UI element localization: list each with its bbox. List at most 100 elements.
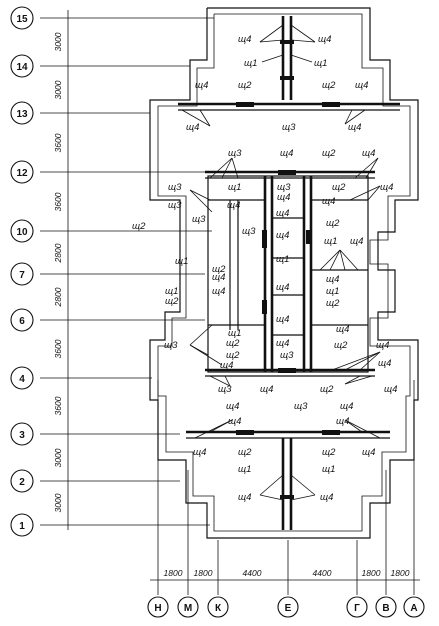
row-axis-bubble [10, 101, 34, 125]
row-dimension: 3000 [53, 80, 63, 99]
panel-label: щ3 [164, 340, 178, 351]
panel-label: щ3 [228, 148, 242, 159]
row-axis-bubble [10, 513, 34, 537]
row-axis-bubble [10, 219, 34, 243]
row-axis-label: 7 [19, 270, 25, 281]
row-axis-bubble [10, 469, 34, 493]
row-axis-bubble [10, 366, 34, 390]
panel-label: щ1 [244, 58, 257, 69]
panel-label: щ1 [276, 254, 289, 265]
panel-label: щ1 [165, 286, 178, 297]
row-axis-label: 10 [16, 227, 28, 238]
panel-label: щ2 [226, 338, 240, 349]
panel-label: щ2 [132, 221, 146, 232]
row-axis-bubble [10, 160, 34, 184]
row-axis-markers: 15 14 13 12 10 7 6 4 3 2 1 [10, 6, 34, 537]
panel-label: щ4 [355, 80, 368, 91]
panel-label: щ3 [168, 200, 182, 211]
panel-label: щ2 [212, 264, 226, 275]
panel-label: щ4 [193, 447, 206, 458]
panel-label: щ4 [220, 360, 233, 371]
panel-label: щ2 [322, 447, 336, 458]
panel-label: щ4 [276, 230, 289, 241]
column-axis-bubble [375, 596, 397, 618]
panel-label: щ4 [378, 358, 391, 369]
row-axis-bubble [10, 422, 34, 446]
panel-label: щ2 [322, 148, 336, 159]
row-axis-label: 6 [19, 316, 25, 327]
column-dimension: 4400 [313, 568, 332, 578]
panel-label: щ4 [320, 492, 333, 503]
panel-label: щ4 [186, 122, 199, 133]
row-axis-bubble [10, 262, 34, 286]
row-dimension: 3600 [53, 133, 63, 152]
row-axis-label: 14 [16, 62, 28, 73]
building-outline [149, 7, 419, 539]
panel-label: щ4 [384, 384, 397, 395]
panel-label: щ3 [294, 401, 308, 412]
row-dimension: 3600 [53, 396, 63, 415]
row-axis-label: 4 [19, 374, 25, 385]
column-axis-label: А [410, 603, 417, 614]
row-axis-label: 2 [19, 477, 25, 488]
row-axis-label: 15 [16, 14, 28, 25]
panel-label: щ4 [276, 314, 289, 325]
panel-label: щ1 [228, 328, 241, 339]
panel-label: щ4 [227, 200, 240, 211]
column-axis-bubble [177, 596, 199, 618]
column-axis-bubble [277, 596, 299, 618]
panel-label: щ1 [324, 236, 337, 247]
panel-label: щ3 [280, 350, 294, 361]
panel-label: щ4 [340, 401, 353, 412]
column-axis-label: Г [354, 603, 360, 614]
column-dimension: 1800 [164, 568, 183, 578]
column-axis-bubble [147, 596, 169, 618]
panel-markers [236, 40, 340, 499]
column-axis-bubble [207, 596, 229, 618]
column-axis-label: В [382, 603, 389, 614]
panel-label: щ4 [348, 122, 361, 133]
panel-label: щ4 [362, 447, 375, 458]
panel-label: щ4 [238, 492, 251, 503]
row-dimensions: 3000 3000 3600 3600 2800 2800 3600 3600 … [53, 32, 63, 512]
column-axis-markers: Н М К Е Г В А [147, 596, 425, 618]
row-axis-label: 3 [19, 430, 25, 441]
column-axis-label: К [215, 603, 222, 614]
panel-label: щ4 [238, 34, 251, 45]
panel-label: щ4 [350, 236, 363, 247]
panel-label: щ3 [277, 182, 291, 193]
row-axis-bubble [10, 54, 34, 78]
panel-label: щ2 [226, 350, 240, 361]
panel-label: щ2 [322, 80, 336, 91]
panel-label: щ4 [380, 182, 393, 193]
panel-label: щ4 [336, 416, 349, 427]
column-dimensions: 1800 1800 4400 4400 1800 1800 [164, 568, 410, 578]
column-dimension: 1800 [194, 568, 213, 578]
panel-label: щ4 [336, 324, 349, 335]
column-axis-bubble [346, 596, 368, 618]
panel-label: щ3 [282, 122, 296, 133]
panel-label: щ2 [238, 447, 252, 458]
panel-label: щ2 [238, 80, 252, 91]
row-dimension: 2800 [53, 287, 63, 307]
panel-label: щ2 [334, 340, 348, 351]
row-axis-label: 13 [16, 109, 28, 120]
panel-label: щ4 [195, 80, 208, 91]
row-axis-bubble [10, 308, 34, 332]
panel-labels: щ4 щ4 щ1 щ1 щ4 щ2 щ2 щ4 щ4 щ3 щ4 щ3 щ4 щ… [132, 34, 397, 503]
panel-label: щ2 [332, 182, 346, 193]
panel-label: щ4 [376, 340, 389, 351]
panel-label: щ4 [212, 272, 225, 283]
row-dimension: 3000 [53, 493, 63, 512]
row-dimension: 3000 [53, 32, 63, 51]
panel-label: щ3 [192, 214, 206, 225]
panel-label: щ4 [322, 196, 335, 207]
panel-label: щ1 [238, 464, 251, 475]
panel-label: щ2 [320, 384, 334, 395]
panel-label: щ4 [226, 401, 239, 412]
row-axis-label: 12 [16, 168, 28, 179]
panel-label: щ1 [228, 182, 241, 193]
row-axis-label: 1 [19, 521, 25, 532]
panel-label: щ2 [165, 296, 179, 307]
